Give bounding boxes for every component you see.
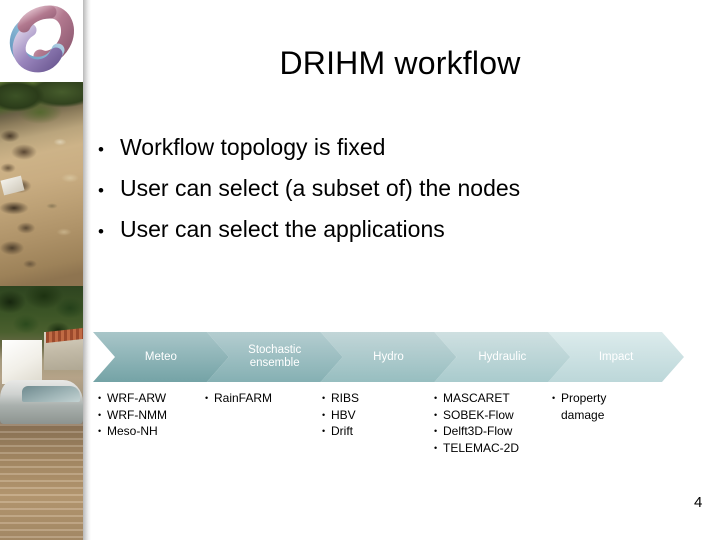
bullet-marker-icon: •	[434, 426, 438, 436]
list-item-label: WRF-NMM	[107, 407, 167, 422]
bullet-text: Workflow topology is fixed	[120, 134, 386, 160]
list-item: • MASCARET	[434, 390, 519, 407]
process-stage-label: Meteo	[144, 350, 177, 363]
process-stage-meteo[interactable]: Meteo	[93, 332, 229, 382]
process-stage-label: Impact	[598, 350, 634, 363]
stage-items-impact: • Property damage	[552, 390, 625, 423]
bullet-marker-icon: •	[322, 393, 326, 403]
bullet-list: • Workflow topology is fixed • User can …	[98, 128, 668, 251]
stage-items-meteo: • WRF-ARW • WRF-NMM • Meso-NH	[98, 390, 167, 440]
bullet-marker-icon: •	[434, 442, 438, 453]
left-decorative-strip	[0, 0, 83, 540]
bullet-item: • User can select the applications	[98, 210, 668, 251]
list-item-label: Drift	[331, 424, 353, 438]
list-item-label: WRF-ARW	[107, 391, 167, 405]
list-item-label: HBV	[331, 407, 356, 422]
bullet-marker-icon: •	[98, 393, 102, 403]
bullet-marker-icon: •	[322, 426, 326, 436]
list-item: • Meso-NH	[98, 423, 167, 440]
list-item: • SOBEK-Flow	[434, 407, 519, 424]
process-stage-label: Stochastic ensemble	[248, 344, 302, 369]
process-stage-label: Hydro	[373, 350, 404, 363]
bullet-marker-icon: •	[98, 426, 102, 436]
list-item-label: Delft3D-Flow	[443, 424, 513, 438]
stage-items-hydraulic: • MASCARET • SOBEK-Flow • Delft3D-Flow •…	[434, 390, 519, 456]
list-item: • WRF-ARW	[98, 390, 167, 407]
process-stage-impact[interactable]: Impact	[548, 332, 684, 382]
bullet-item: • Workflow topology is fixed	[98, 128, 668, 169]
page-title: DRIHM workflow	[279, 45, 521, 81]
list-item-label: Property damage	[561, 391, 607, 422]
bullet-marker-icon: •	[205, 393, 209, 403]
bullet-item: • User can select (a subset of) the node…	[98, 169, 668, 210]
list-item: • WRF-NMM	[98, 407, 167, 424]
bullet-marker-icon: •	[98, 409, 102, 420]
bullet-marker-icon: •	[98, 222, 104, 241]
list-item: • RIBS	[322, 390, 359, 407]
list-item-label: TELEMAC-2D	[443, 440, 520, 455]
bullet-text: User can select the applications	[120, 216, 445, 242]
list-item-label: RIBS	[331, 391, 360, 405]
logo-container	[0, 0, 83, 82]
sidebar-divider	[83, 0, 91, 540]
list-item-label: Meso-NH	[107, 424, 158, 438]
process-chevron-band: Meteo Stochastic ensemble Hydro Hydrauli…	[93, 332, 684, 382]
mudslide-debris-photo	[0, 82, 83, 286]
trefoil-knot-logo-icon	[9, 5, 74, 73]
list-item: • HBV	[322, 407, 359, 424]
bullet-text: User can select (a subset of) the nodes	[120, 175, 521, 201]
list-item: • TELEMAC-2D	[434, 440, 519, 457]
list-item: • Drift	[322, 423, 359, 440]
bullet-marker-icon: •	[552, 393, 556, 403]
bullet-marker-icon: •	[434, 409, 438, 420]
process-stage-hydraulic[interactable]: Hydraulic	[434, 332, 570, 382]
stage-application-columns: • WRF-ARW • WRF-NMM • Meso-NH • RainFARM…	[93, 390, 693, 470]
list-item: • Delft3D-Flow	[434, 423, 519, 440]
process-stage-hydro[interactable]: Hydro	[321, 332, 457, 382]
bullet-marker-icon: •	[98, 181, 104, 200]
process-stage-stochastic-ensemble[interactable]: Stochastic ensemble	[207, 332, 343, 382]
process-stage-label: Hydraulic	[478, 350, 527, 363]
slide-number: 4	[694, 494, 703, 511]
bullet-marker-icon: •	[98, 140, 104, 159]
list-item-label: MASCARET	[443, 391, 510, 405]
bullet-marker-icon: •	[322, 409, 326, 420]
stage-items-stochastic-ensemble: • RainFARM	[205, 390, 272, 407]
stage-items-hydro: • RIBS • HBV • Drift	[322, 390, 359, 440]
list-item-label: SOBEK-Flow	[443, 407, 514, 422]
list-item: • RainFARM	[205, 390, 272, 407]
flooded-car-photo	[0, 286, 83, 540]
bullet-marker-icon: •	[434, 393, 438, 403]
list-item: • Property damage	[552, 390, 625, 423]
list-item-label: RainFARM	[214, 391, 273, 405]
